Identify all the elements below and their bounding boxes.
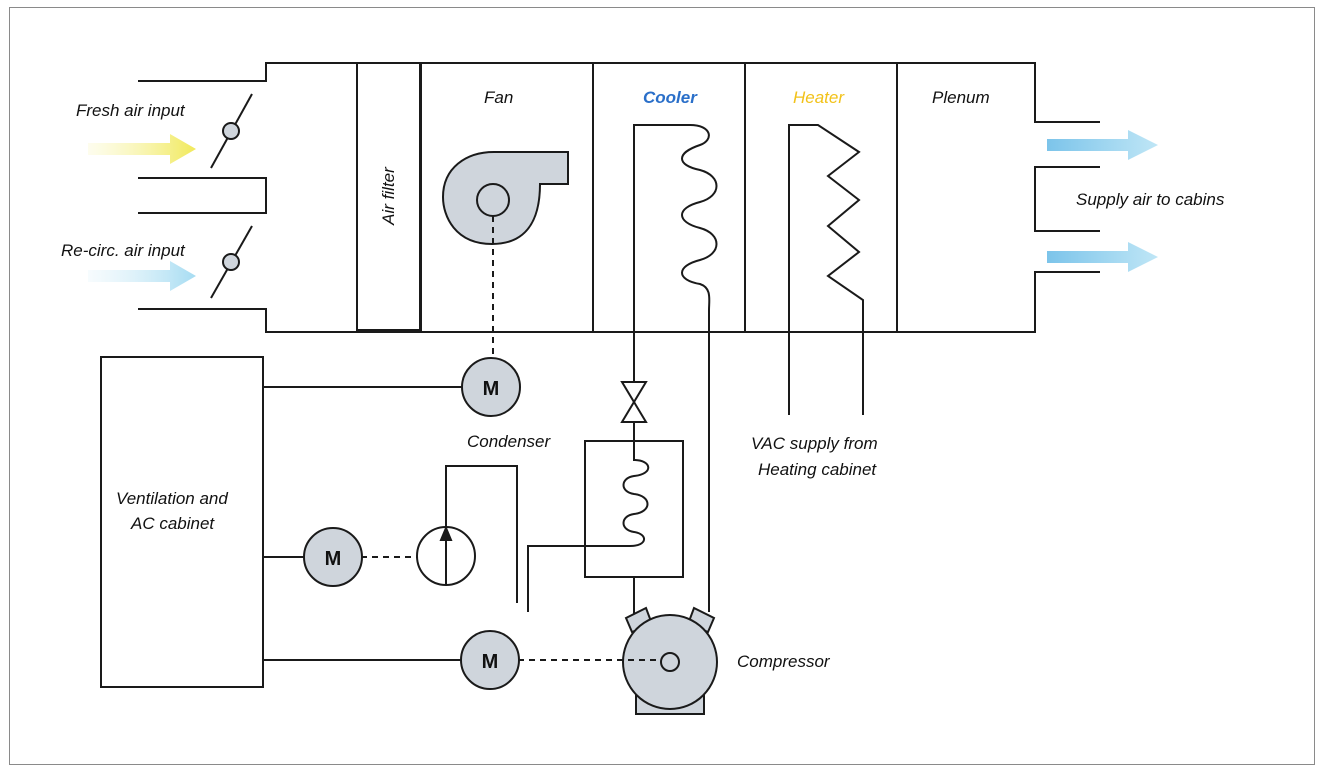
vac-supply-label-line2: Heating cabinet <box>758 460 877 479</box>
compressor-icon <box>622 606 718 715</box>
motor-wiring <box>263 386 661 661</box>
damper-fresh-icon <box>210 93 253 169</box>
vac-supply-label-line1: VAC supply from <box>751 434 878 453</box>
compressor-label: Compressor <box>737 652 830 671</box>
cooler-label: Cooler <box>643 88 697 107</box>
motor-label: M <box>483 378 500 400</box>
recirc-air-label: Re-circ. air input <box>61 241 185 260</box>
supply-air-label: Supply air to cabins <box>1076 190 1225 209</box>
airflow-arrows <box>88 130 1158 291</box>
heater-label: Heater <box>793 88 845 107</box>
cabinet-label-line2: AC cabinet <box>131 514 215 533</box>
air-filter-box <box>356 62 421 331</box>
air-filter-label: Air filter <box>379 167 398 225</box>
fan-label: Fan <box>484 88 514 107</box>
plenum-label: Plenum <box>932 88 990 107</box>
supply-arrow-upper-icon <box>1047 130 1158 160</box>
cooler-coil-icon <box>633 124 718 612</box>
air-handling-unit <box>138 62 1100 333</box>
outlet-divider <box>1034 166 1100 232</box>
motor-fan-icon: M <box>461 357 521 417</box>
motor-compressor-icon: M <box>460 630 520 690</box>
valve-icon <box>620 381 648 441</box>
recirc-air-arrow-icon <box>88 261 196 291</box>
ac-cabinet-box <box>100 356 264 688</box>
housing-bottom-wall <box>138 271 1100 333</box>
motor-label: M <box>325 548 342 570</box>
fresh-air-arrow-icon <box>88 134 196 164</box>
motor-pump-icon: M <box>303 527 363 587</box>
fan-icon <box>441 151 569 358</box>
cabinet-label-line1: Ventilation and <box>116 489 228 508</box>
supply-arrow-lower-icon <box>1047 242 1158 272</box>
pump-icon <box>416 525 476 586</box>
intake-divider <box>138 177 267 214</box>
heater-coil-icon <box>788 124 864 415</box>
motor-label: M <box>482 651 499 673</box>
condenser-label: Condenser <box>467 432 551 451</box>
damper-recirc-icon <box>210 225 253 299</box>
condenser-icon <box>445 440 684 615</box>
fresh-air-label: Fresh air input <box>76 101 185 120</box>
housing-top-wall <box>138 62 1100 123</box>
